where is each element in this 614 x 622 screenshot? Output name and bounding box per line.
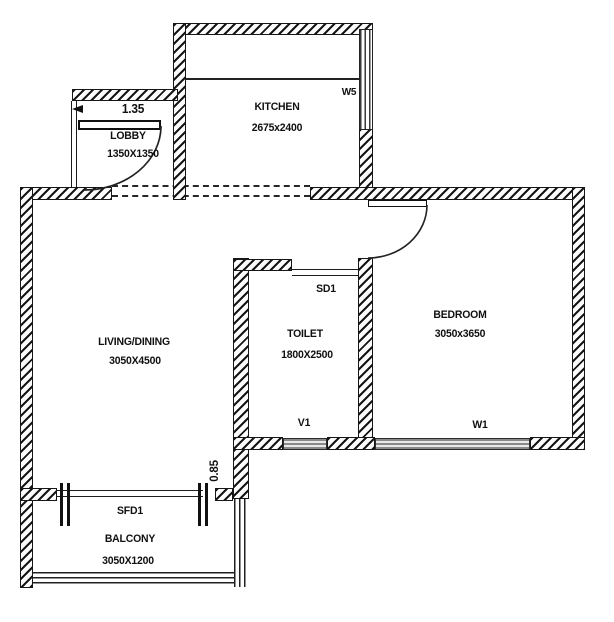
- bedroom-window-w1: [375, 438, 530, 450]
- toilet-sliding-door-track: [292, 269, 358, 276]
- bottom-wall-segment-3: [530, 437, 585, 450]
- kitchen-room-label: KITCHEN: [254, 101, 300, 113]
- balcony-offset-dimension: 0.85: [209, 460, 221, 482]
- w1-window-label: W1: [472, 419, 488, 431]
- kitchen-counter-line: [186, 78, 359, 80]
- balcony-sliding-door-track: [57, 490, 203, 497]
- v1-ventilator-label: V1: [297, 417, 311, 429]
- bottom-wall-segment-1: [233, 437, 283, 450]
- toilet-ventilator-v1: [283, 438, 327, 450]
- bedroom-door-arc: [367, 204, 428, 259]
- kitchen-room-size: 2675x2400: [251, 122, 303, 134]
- kitchen-passage-dashed-line-upper: [112, 185, 310, 187]
- sliding-door-jamb-tick: [67, 483, 70, 526]
- sfd1-door-label: SFD1: [117, 505, 143, 517]
- toilet-room-size: 1800X2500: [281, 349, 333, 361]
- balcony-wall-stub-left: [20, 488, 57, 501]
- bedroom-room-size: 3050x3650: [434, 328, 486, 340]
- sd1-door-label: SD1: [316, 283, 336, 295]
- left-outer-wall: [20, 187, 33, 588]
- balcony-wall-stub-right: [215, 488, 233, 501]
- toilet-top-wall: [233, 259, 292, 271]
- balcony-right-railing: [234, 499, 249, 587]
- balcony-bottom-railing: [33, 572, 248, 587]
- toilet-room-label: TOILET: [287, 328, 323, 340]
- entrance-width-dimension: 1.35: [121, 102, 145, 116]
- sliding-door-jamb-tick: [205, 483, 208, 526]
- kitchen-window-w5: [359, 29, 373, 130]
- bedroom-door-leaf: [368, 200, 427, 207]
- bottom-wall-segment-2: [327, 437, 375, 450]
- balcony-room-label: BALCONY: [104, 533, 156, 545]
- living-dining-room-size: 3050X4500: [109, 355, 161, 367]
- entrance-door-frame: [71, 101, 77, 189]
- entrance-door-leaf: [78, 120, 161, 130]
- lobby-room-label: LOBBY: [110, 130, 146, 142]
- lobby-top-wall: [72, 89, 178, 101]
- bedroom-room-label: BEDROOM: [433, 309, 487, 321]
- kitchen-top-wall: [178, 23, 373, 35]
- sliding-door-jamb-tick: [198, 483, 201, 526]
- living-dining-room-label: LIVING/DINING: [98, 336, 170, 348]
- kitchen-left-wall: [173, 23, 186, 200]
- balcony-room-size: 3050X1200: [102, 555, 154, 567]
- toilet-bedroom-partition-wall: [358, 258, 373, 450]
- entrance-dimension-arrow-icon: [72, 105, 83, 113]
- w5-window-label: W5: [341, 86, 357, 98]
- right-outer-wall: [572, 187, 585, 450]
- toilet-left-wall: [233, 258, 249, 499]
- sliding-door-jamb-tick: [60, 483, 63, 526]
- top-outer-wall-right: [310, 187, 585, 200]
- top-outer-wall-left: [20, 187, 112, 200]
- lobby-room-size: 1350X1350: [107, 148, 159, 160]
- kitchen-passage-dashed-line-lower: [112, 195, 310, 197]
